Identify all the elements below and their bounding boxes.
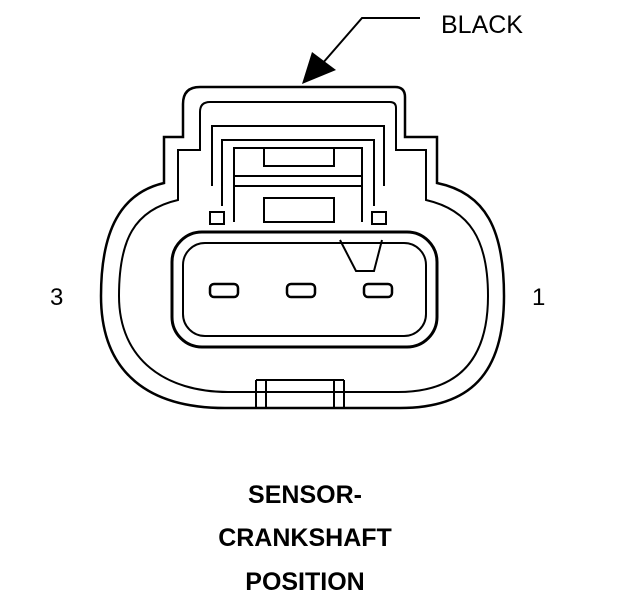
connector-inner-contour [117, 101, 490, 393]
terminal-pin-1 [362, 282, 394, 299]
terminal-pin-2 [285, 282, 317, 299]
caption-line-3: POSITION [245, 568, 365, 596]
mating-face [170, 230, 439, 349]
caption-line-1: SENSOR- [248, 481, 362, 509]
wire-color-label: BLACK [441, 11, 523, 39]
caption-line-2: CRANKSHAFT [218, 524, 392, 552]
bottom-key-tab [255, 379, 345, 408]
locking-latch [209, 125, 387, 225]
pin-number-left: 3 [50, 284, 64, 311]
terminal-pins [208, 282, 394, 299]
connector-outer-body [99, 85, 506, 410]
terminal-pin-3 [208, 282, 240, 299]
leader-arrow [302, 17, 420, 84]
pin-number-right: 1 [532, 284, 546, 311]
